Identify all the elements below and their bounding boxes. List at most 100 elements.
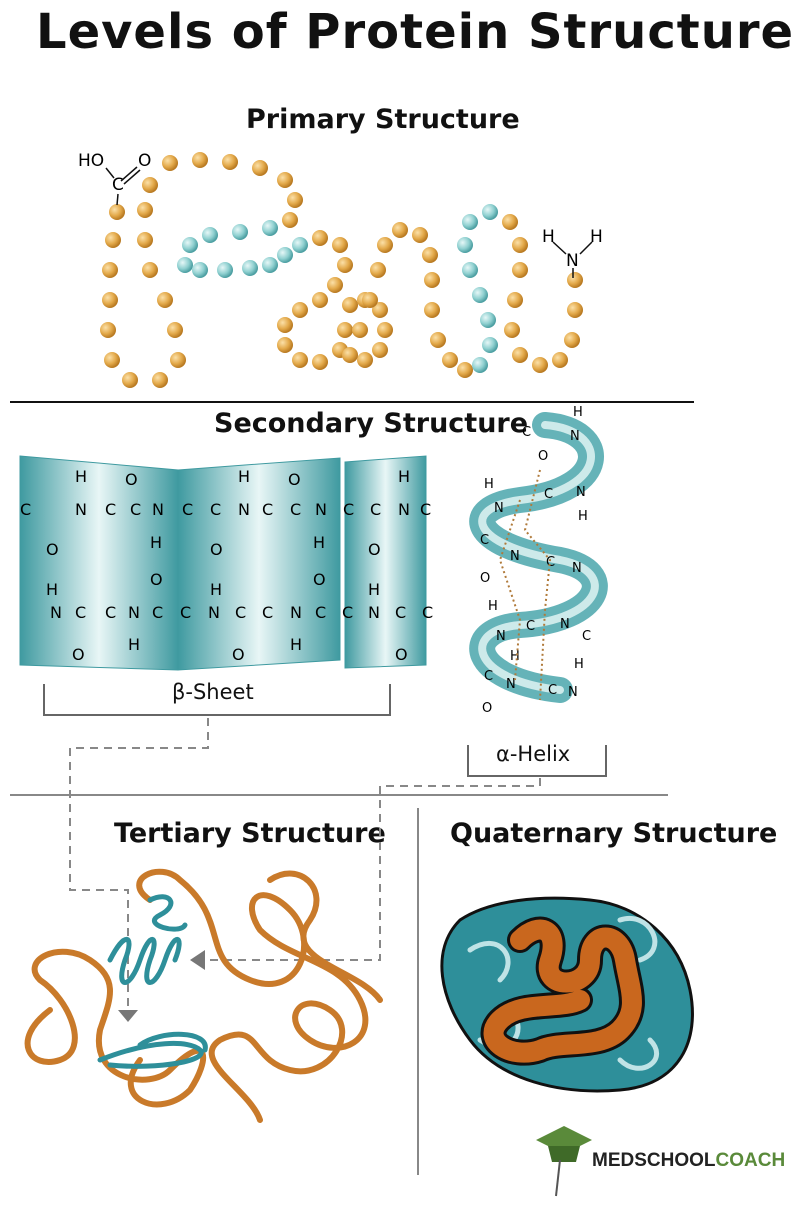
helix-atom-label: C	[526, 619, 535, 634]
carboxyl-c-label: C	[112, 175, 124, 195]
amino-acid-bead	[422, 247, 438, 263]
helix-atom-label: N	[494, 501, 504, 516]
arrow-left-icon	[190, 950, 205, 970]
sheet-atom-label: H	[150, 533, 162, 552]
amino-acid-bead	[337, 322, 353, 338]
amino-acid-bead	[152, 372, 168, 388]
sheet-atom-label: C	[152, 603, 163, 622]
amino-acid-bead	[162, 155, 178, 171]
amino-acid-bead	[312, 230, 328, 246]
helix-atom-label: O	[480, 571, 490, 586]
sheet-atom-label: C	[395, 603, 406, 622]
amino-acid-bead	[442, 352, 458, 368]
quaternary-structure-title: Quaternary Structure	[450, 818, 778, 849]
amino-acid-bead	[142, 262, 158, 278]
sheet-atom-label: C	[182, 500, 193, 519]
helix-atom-label: O	[538, 449, 548, 464]
sheet-atom-label: C	[315, 603, 326, 622]
sheet-atom-label: O	[232, 645, 245, 664]
sheet-atom-label: N	[208, 603, 220, 622]
amino-acid-bead	[105, 232, 121, 248]
amino-acid-bead	[342, 297, 358, 313]
carboxyl-ho-label: HO	[78, 151, 104, 171]
amino-acid-bead	[102, 262, 118, 278]
amino-acid-bead	[252, 160, 268, 176]
amino-acid-bead	[292, 237, 308, 253]
amino-acid-bead	[277, 172, 293, 188]
helix-atom-label: N	[496, 629, 506, 644]
sheet-atom-label: O	[368, 540, 381, 559]
amino-acid-bead	[137, 232, 153, 248]
amino-acid-bead	[512, 237, 528, 253]
alpha-helix-label: α-Helix	[496, 742, 571, 766]
sheet-atom-label: C	[420, 500, 431, 519]
amino-acid-bead	[109, 204, 125, 220]
beta-sheet-bracket	[43, 684, 391, 716]
sheet-atom-label: H	[368, 580, 380, 599]
helix-atom-label: H	[574, 657, 584, 672]
beta-sheet-connector	[69, 718, 209, 1010]
helix-atom-label: N	[506, 677, 516, 692]
helix-atom-label: N	[570, 429, 580, 444]
helix-atom-label: N	[568, 685, 578, 700]
amine-h-label: H	[542, 227, 555, 247]
amino-acid-chain	[100, 152, 583, 388]
alpha-helix-connector	[205, 778, 541, 961]
amino-acid-bead	[192, 152, 208, 168]
helix-atom-label: H	[488, 599, 498, 614]
sheet-atom-label: O	[395, 645, 408, 664]
sheet-atom-label: H	[75, 467, 87, 486]
sheet-atom-label: N	[152, 500, 164, 519]
amino-acid-bead	[372, 302, 388, 318]
sheet-atom-label: N	[290, 603, 302, 622]
sheet-atom-label: C	[262, 603, 273, 622]
sheet-atom-label: N	[128, 603, 140, 622]
helix-atom-label: N	[572, 561, 582, 576]
amino-acid-bead	[362, 292, 378, 308]
sheet-atom-label: O	[72, 645, 85, 664]
carboxyl-o-label: O	[138, 151, 151, 171]
amino-acid-bead	[277, 317, 293, 333]
sheet-atom-label: H	[210, 580, 222, 599]
tertiary-ribbon	[24, 868, 383, 1123]
amino-acid-bead	[232, 224, 248, 240]
amino-acid-bead	[277, 247, 293, 263]
sheet-atom-label: H	[313, 533, 325, 552]
sheet-atom-label: C	[105, 603, 116, 622]
amino-acid-bead	[327, 277, 343, 293]
amino-acid-bead	[472, 357, 488, 373]
amino-acid-bead	[567, 302, 583, 318]
helix-atom-label: H	[573, 405, 583, 420]
sheet-atom-label: O	[288, 470, 301, 489]
amino-acid-bead	[512, 347, 528, 363]
amino-acid-bead	[532, 357, 548, 373]
amino-acid-bead	[282, 212, 298, 228]
amino-acid-bead	[142, 177, 158, 193]
quaternary-complex	[440, 896, 694, 1093]
helix-atom-label: O	[482, 701, 492, 716]
sheet-atom-label: N	[398, 500, 410, 519]
amino-acid-bead	[457, 237, 473, 253]
amino-acid-bead	[564, 332, 580, 348]
sheet-atom-label: H	[128, 635, 140, 654]
amino-acid-bead	[352, 322, 368, 338]
alpha-helix-bracket	[467, 745, 607, 777]
amino-acid-bead	[192, 262, 208, 278]
sheet-atom-label: C	[342, 603, 353, 622]
sheet-atom-label: C	[422, 603, 433, 622]
page-title: Levels of Protein Structure	[36, 4, 795, 60]
amino-acid-bead	[502, 214, 518, 230]
sheet-atom-label: N	[368, 603, 380, 622]
logo-text-coach: COACH	[715, 1150, 786, 1171]
sheet-atom-label: C	[105, 500, 116, 519]
amino-acid-bead	[122, 372, 138, 388]
amino-acid-bead	[392, 222, 408, 238]
helix-atom-label: C	[480, 533, 489, 548]
amino-acid-bead	[242, 260, 258, 276]
sheet-atom-label: O	[150, 570, 163, 589]
amino-acid-bead	[202, 227, 218, 243]
amino-acid-bead	[377, 237, 393, 253]
sheet-atom-label: H	[290, 635, 302, 654]
amino-acid-bead	[430, 332, 446, 348]
